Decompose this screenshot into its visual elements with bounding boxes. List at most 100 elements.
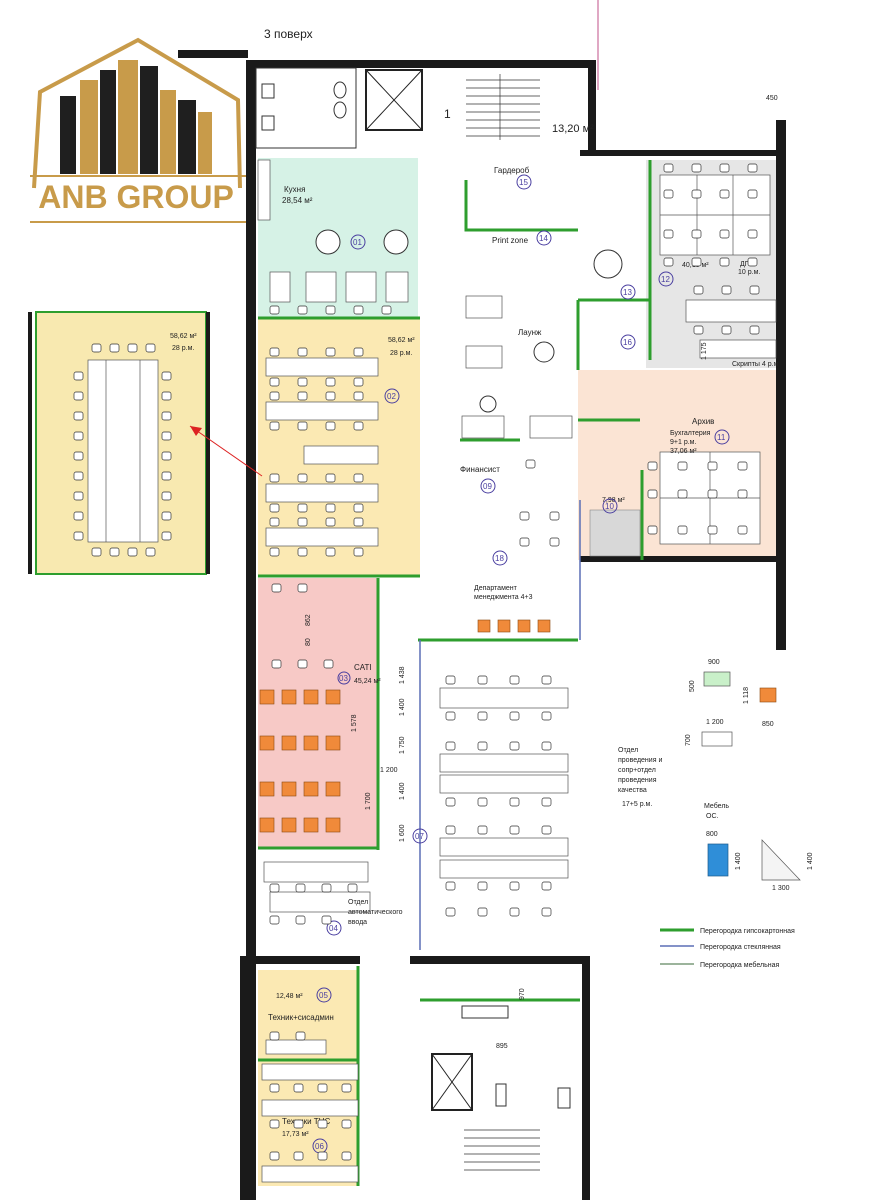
chair-icon	[297, 659, 308, 669]
chair-icon	[647, 489, 658, 499]
chair-icon	[295, 915, 306, 925]
chair-icon	[677, 461, 688, 471]
inset-seats: 28 р.м.	[172, 345, 194, 352]
chair-icon	[647, 461, 658, 471]
chair-icon	[161, 471, 172, 481]
room-number-07: 07	[412, 828, 428, 844]
cati-area: 45,24 м²	[354, 678, 381, 685]
chair-icon	[325, 473, 336, 483]
chair-icon	[693, 325, 704, 335]
chair-icon	[663, 257, 674, 267]
dim-1578: 1 578	[351, 714, 358, 732]
chair-icon	[341, 1083, 352, 1093]
chair-icon	[719, 189, 730, 199]
auto-input-line3: ввода	[348, 919, 367, 926]
chair-icon	[663, 229, 674, 239]
chair-icon	[73, 391, 84, 401]
chair-icon	[737, 461, 748, 471]
kitchen-area: 28,54 м²	[282, 196, 313, 205]
chair-icon	[509, 825, 520, 835]
chair-icon	[647, 525, 658, 535]
dp-seats: 10 р.м.	[738, 269, 760, 276]
chair-icon	[271, 583, 282, 593]
chair-icon	[269, 347, 280, 357]
furn-w800: 800	[706, 831, 718, 838]
chair-icon	[91, 343, 102, 353]
stair-number: 1	[444, 107, 451, 121]
chair-icon	[161, 431, 172, 441]
chair-icon	[353, 473, 364, 483]
chair-icon	[269, 305, 280, 315]
chair-icon	[509, 711, 520, 721]
chair-icon	[325, 305, 336, 315]
partition-legend: Перегородка гипсокартонная Перегородка с…	[660, 928, 795, 969]
lounge-name: Лаунж	[518, 328, 542, 337]
chair-icon	[269, 1119, 280, 1129]
svg-text:07: 07	[415, 832, 424, 841]
chair-icon	[353, 503, 364, 513]
chair-icon	[747, 163, 758, 173]
furn-h500: 500	[689, 680, 696, 692]
chair-icon	[269, 391, 280, 401]
archive-name: Архив	[692, 417, 714, 426]
room-number-16: 16	[620, 334, 636, 350]
chair-icon	[509, 675, 520, 685]
chair-icon	[73, 531, 84, 541]
dim-1400a: 1 400	[399, 698, 406, 716]
chair-icon	[353, 517, 364, 527]
office-chairs	[73, 163, 760, 1161]
chair-icon	[509, 741, 520, 751]
chair-icon	[445, 881, 456, 891]
chair-icon	[541, 907, 552, 917]
dim-862: 862	[305, 614, 312, 626]
svg-text:04: 04	[329, 924, 338, 933]
chair-icon	[269, 503, 280, 513]
chair-icon	[295, 883, 306, 893]
dim-1200a: 1 200	[380, 767, 398, 774]
dim-1400b: 1 400	[399, 782, 406, 800]
quality-line1: Отдел	[618, 747, 638, 754]
chair-icon	[269, 421, 280, 431]
dim-1438: 1 438	[399, 666, 406, 684]
chair-icon	[663, 163, 674, 173]
chair-icon	[509, 907, 520, 917]
chair-icon	[73, 511, 84, 521]
chair-icon	[293, 1083, 304, 1093]
chair-icon	[541, 797, 552, 807]
chair-icon	[353, 347, 364, 357]
room-number-18: 18	[492, 550, 508, 566]
chair-icon	[297, 377, 308, 387]
room-number-03: 03	[337, 671, 351, 685]
chair-icon	[269, 517, 280, 527]
chair-icon	[707, 525, 718, 535]
chair-icon	[691, 229, 702, 239]
chair-icon	[297, 305, 308, 315]
dept-mgmt-line1: Департамент	[474, 585, 518, 592]
room-number-04: 04	[326, 920, 342, 936]
furn-h1400b: 1 400	[807, 852, 814, 870]
room-number-10: 10	[602, 498, 618, 514]
chair-icon	[325, 421, 336, 431]
furn-h1400a: 1 400	[735, 852, 742, 870]
quality-seats: 17+5 р.м.	[622, 801, 652, 808]
chair-icon	[73, 411, 84, 421]
chair-icon	[317, 1083, 328, 1093]
chair-icon	[445, 797, 456, 807]
chair-icon	[381, 305, 392, 315]
chair-icon	[73, 451, 84, 461]
tech-area: 12,48 м²	[276, 993, 303, 1000]
chair-icon	[519, 537, 530, 547]
logo-text: ANB GROUP	[38, 179, 234, 215]
chair-icon	[445, 907, 456, 917]
chair-icon	[321, 915, 332, 925]
chair-icon	[477, 825, 488, 835]
chair-icon	[549, 511, 560, 521]
chair-icon	[269, 1031, 280, 1041]
chair-icon	[73, 431, 84, 441]
room-number-13: 13	[620, 284, 636, 300]
chair-icon	[271, 659, 282, 669]
furn-w1118: 1 118	[743, 687, 750, 704]
kitchen-name: Кухня	[284, 185, 305, 194]
chair-icon	[719, 257, 730, 267]
